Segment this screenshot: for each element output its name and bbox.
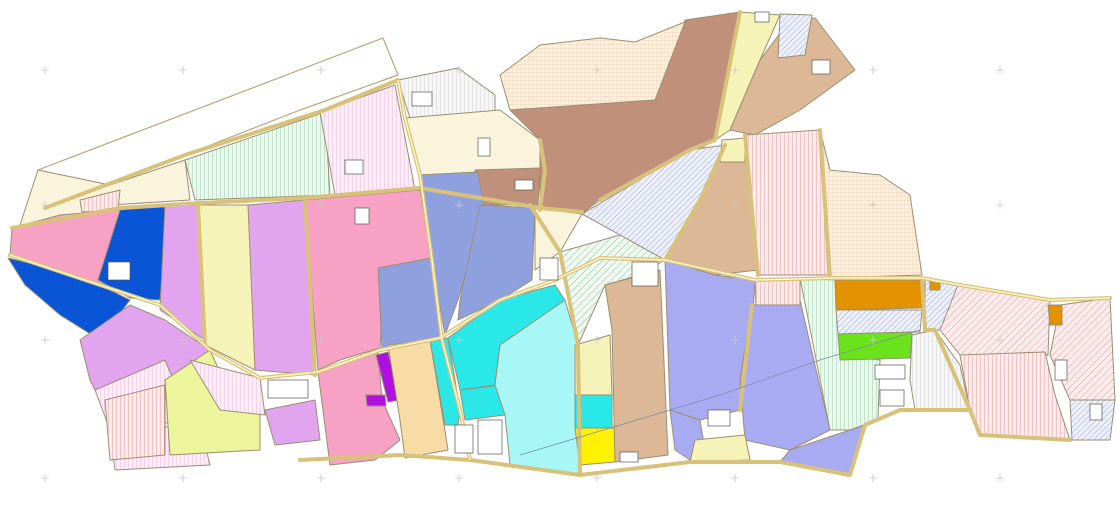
grid-cross [455, 474, 463, 482]
grid-cross [179, 474, 187, 482]
grid-cross [317, 201, 325, 209]
grid-cross [869, 66, 877, 74]
parcel-orange-small [1047, 304, 1063, 326]
grid-cross [996, 201, 1004, 209]
grid-cross [869, 336, 877, 344]
grid-cross [869, 474, 877, 482]
grid-cross [593, 66, 601, 74]
survey-line [519, 329, 921, 456]
parcel-hatch-pink-center-w [189, 359, 266, 416]
grid-cross [317, 474, 325, 482]
grid-cross [41, 66, 49, 74]
grid-cross [593, 336, 601, 344]
parcel-tan-south [604, 269, 669, 463]
road-network [8, 10, 1112, 477]
grid-cross [731, 201, 739, 209]
grid-cross [869, 201, 877, 209]
grid-cross [179, 201, 187, 209]
grid-cross [179, 66, 187, 74]
parcel-green-bright [837, 331, 913, 361]
grid-cross [996, 336, 1004, 344]
grid-cross [996, 474, 1004, 482]
grid-cross [41, 474, 49, 482]
parcel-pink-hatch-ce [754, 277, 801, 306]
parcel-orange-tiny [929, 281, 941, 291]
grid-cross [731, 66, 739, 74]
parcel-blue-hatch-ne-small [777, 13, 813, 59]
grid-cross [317, 66, 325, 74]
parcel-green-hatch-nw [184, 111, 331, 201]
grid-cross [731, 474, 739, 482]
grid-cross [731, 336, 739, 344]
grid-markers [41, 66, 1004, 482]
grid-cross [455, 201, 463, 209]
parcel-orange [834, 279, 923, 311]
building-footprints [107, 11, 1103, 463]
parcel-magenta-small [365, 394, 387, 407]
grid-cross [317, 336, 325, 344]
parcel-cyan-south-w [429, 337, 461, 426]
parcel-hatch-red-sw [104, 384, 166, 461]
grid-cross [41, 201, 49, 209]
grid-cross [41, 336, 49, 344]
parcel-blue-hatch-east [835, 309, 923, 335]
grid-cross [455, 336, 463, 344]
grid-cross [455, 66, 463, 74]
grid-cross [593, 474, 601, 482]
grid-cross [996, 66, 1004, 74]
parcel-peach-hatch-north [499, 21, 686, 111]
grid-cross [179, 336, 187, 344]
grid-cross [593, 201, 601, 209]
parcel-peach-hatch-east [819, 129, 923, 279]
parcel-violet-small-sw [264, 399, 321, 446]
